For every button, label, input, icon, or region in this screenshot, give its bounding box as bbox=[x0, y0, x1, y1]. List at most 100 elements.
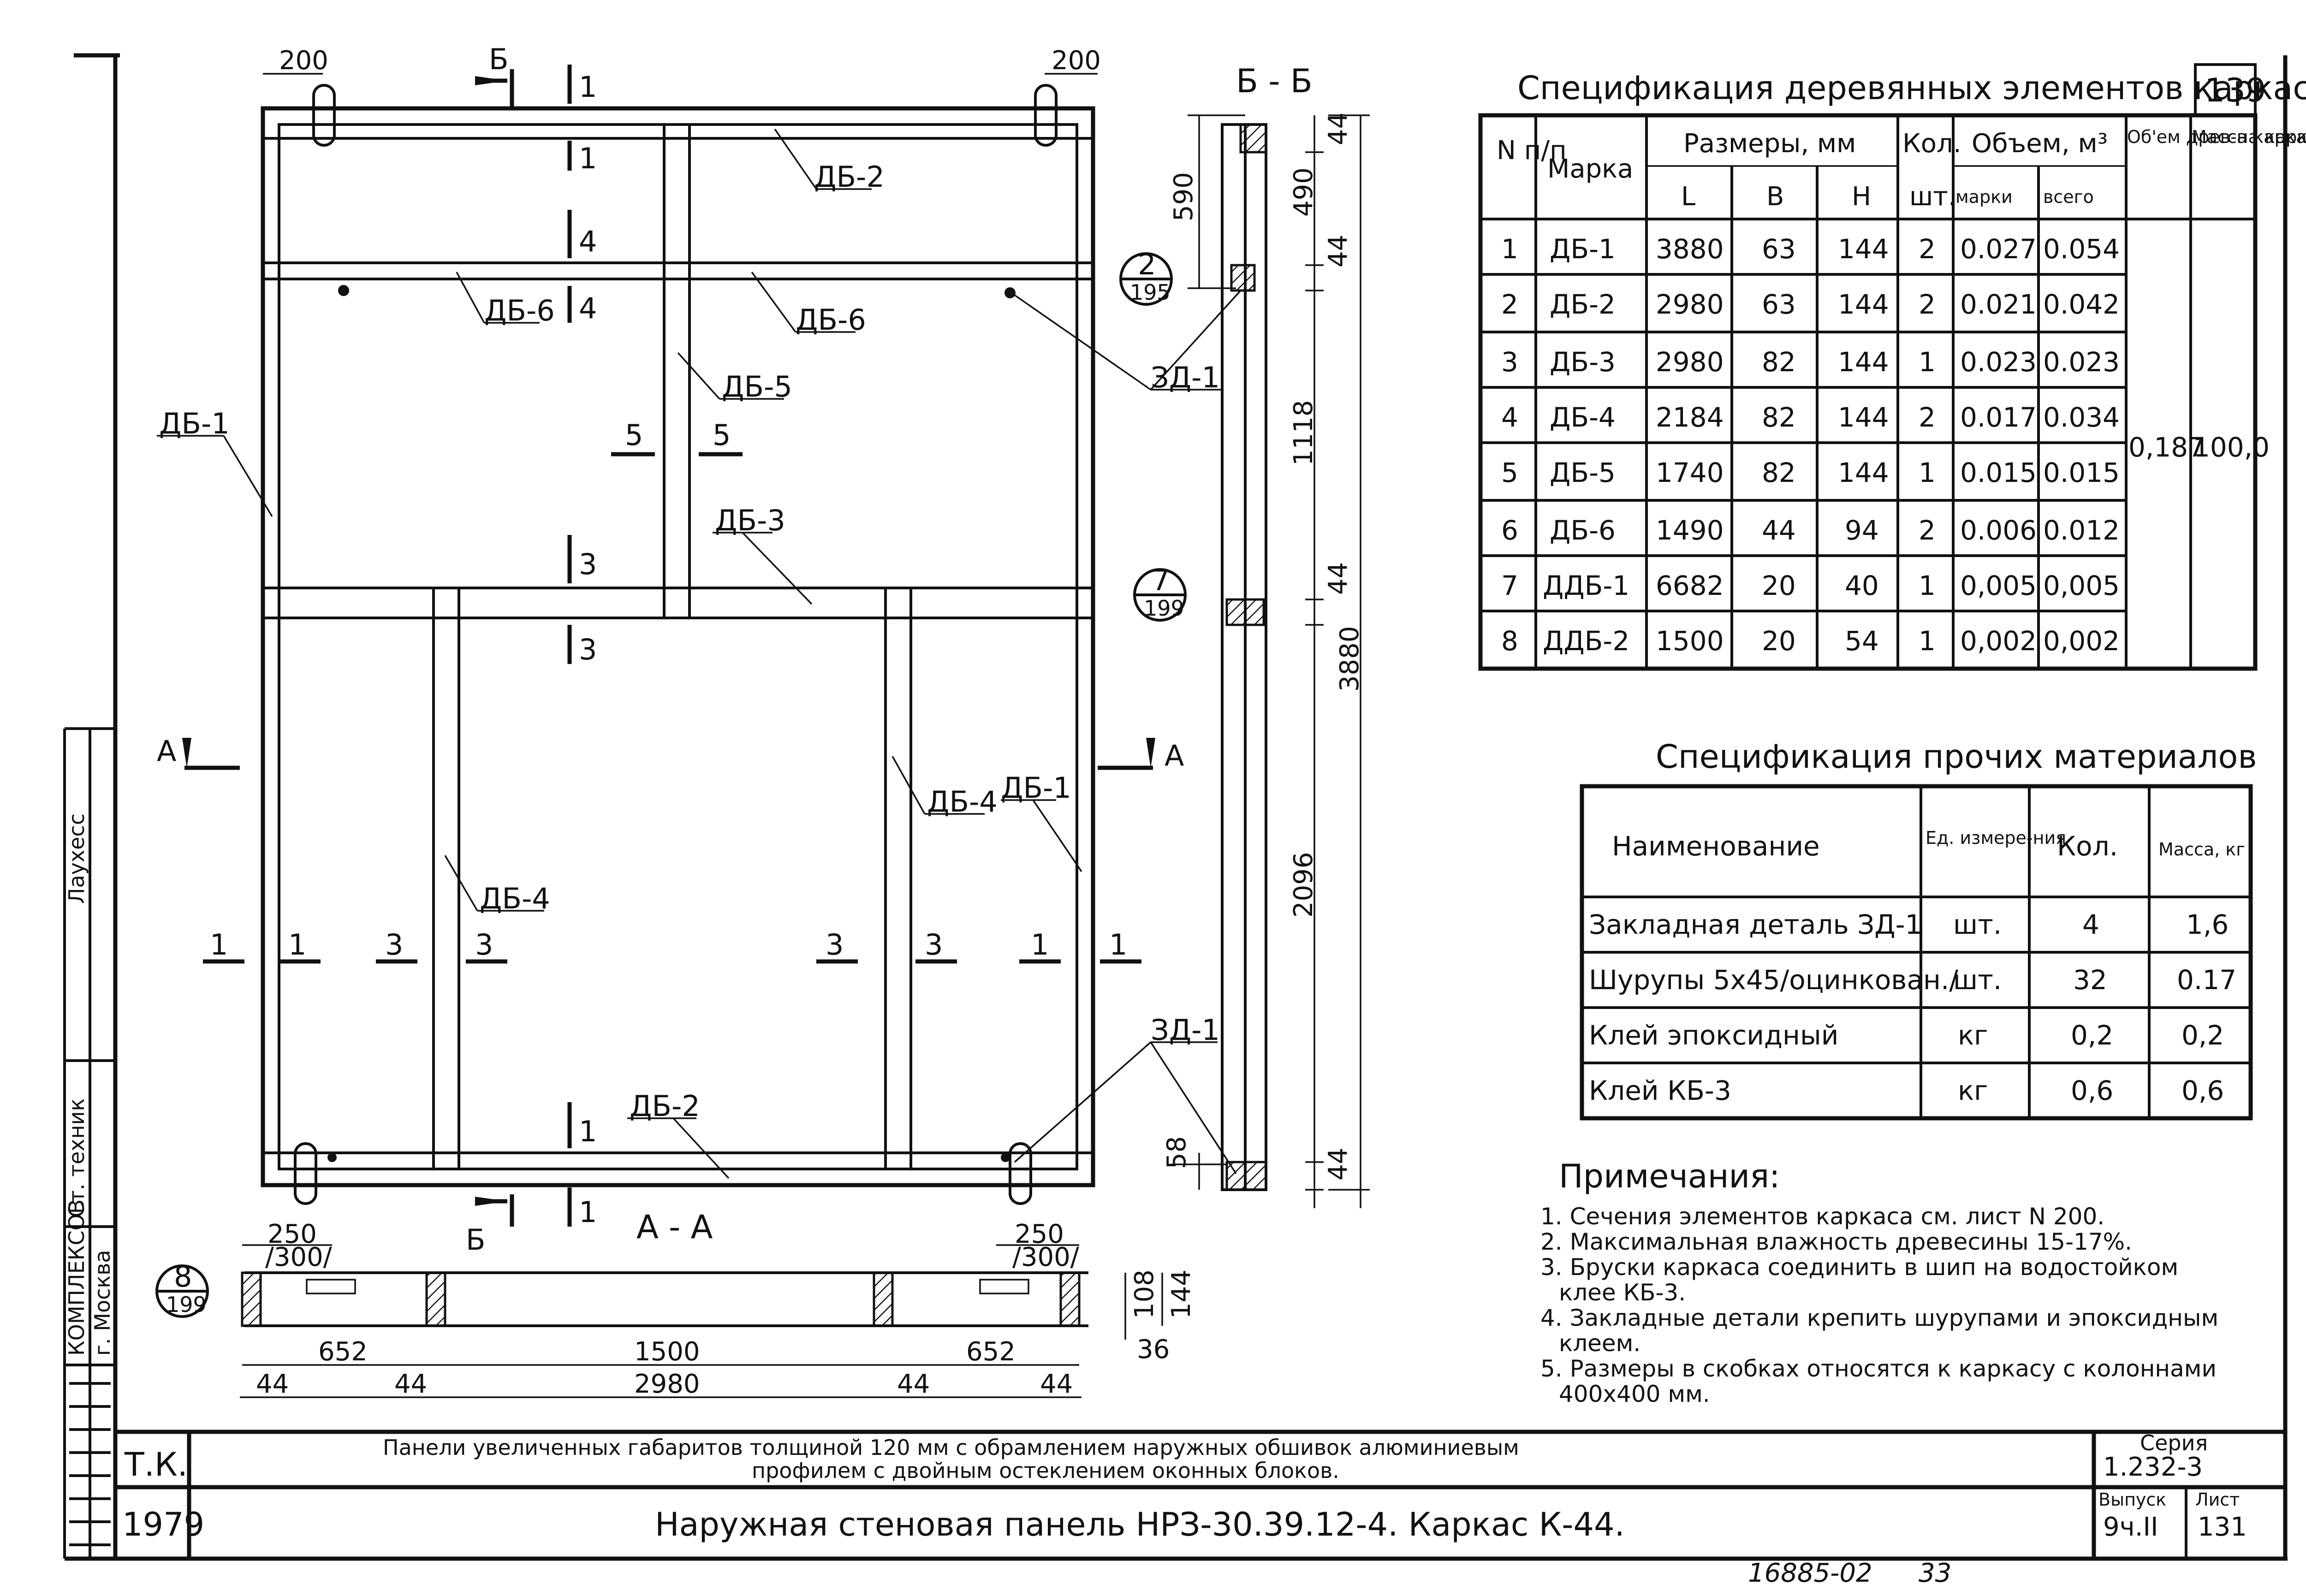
r5-L: 1740 bbox=[1656, 457, 1724, 488]
cut-4-b: 4 bbox=[579, 291, 597, 325]
r8-B: 20 bbox=[1762, 625, 1796, 657]
th-volume: Объем, м³ bbox=[1972, 129, 2108, 159]
cut-1-b: 1 bbox=[579, 142, 597, 175]
label-db6-left: ДБ-6 bbox=[484, 294, 555, 327]
dim-144: 144 bbox=[1166, 1270, 1196, 1319]
r1-vm: 0.027 bbox=[1960, 233, 2037, 265]
wood-spec-title: Спецификация деревянных элементов каркас… bbox=[1517, 69, 2306, 107]
r6-mark: ДБ-6 bbox=[1550, 515, 1616, 546]
mark-1-d: 1 bbox=[1109, 928, 1127, 961]
r4-L: 2184 bbox=[1656, 402, 1724, 433]
other-spec-title: Спецификация прочих материалов bbox=[1656, 738, 2257, 776]
r2-B: 63 bbox=[1762, 289, 1796, 320]
cut-3-b: 3 bbox=[579, 633, 597, 666]
r2-L: 2980 bbox=[1656, 289, 1724, 320]
tb-sheet-label: Лист bbox=[2195, 1489, 2240, 1510]
dim-44-aa-3: 44 bbox=[897, 1369, 930, 1399]
dim-36: 36 bbox=[1137, 1335, 1170, 1365]
dim-44-aa-1: 44 bbox=[256, 1369, 289, 1399]
svg-text:7: 7 bbox=[1152, 564, 1170, 597]
dim-44-d: 44 bbox=[1323, 1148, 1353, 1181]
th-vol-mark: марки bbox=[1955, 187, 2013, 207]
title-block: Т.К. 1979 Панели увеличенных габаритов т… bbox=[115, 1430, 2285, 1559]
label-db4-right: ДБ-4 bbox=[927, 785, 998, 819]
r3-vm: 0.023 bbox=[1960, 346, 2037, 378]
dim-300-right: /300/ bbox=[1012, 1242, 1079, 1272]
th-n: N п/п bbox=[1497, 136, 1567, 166]
note-4: 4. Закладные детали крепить шурупами и э… bbox=[1540, 1305, 2218, 1331]
r5-qty: 1 bbox=[1919, 457, 1936, 488]
label-db2-top: ДБ-2 bbox=[814, 160, 885, 194]
footer-page: 33 bbox=[1919, 1558, 1951, 1588]
svg-text:2: 2 bbox=[1138, 248, 1156, 281]
dim-44-b: 44 bbox=[1323, 235, 1353, 267]
r3-qty: 1 bbox=[1919, 346, 1936, 378]
r2-n: 2 bbox=[1501, 289, 1518, 320]
element-labels: ДБ-2 ДБ-6 ДБ-6 ДБ-5 ДБ-3 ДБ-1 ДБ-4 ДБ-1 bbox=[157, 129, 1242, 1179]
svg-text:199: 199 bbox=[166, 1292, 207, 1317]
r1-n: 1 bbox=[1501, 233, 1518, 265]
label-db3: ДБ-3 bbox=[715, 504, 785, 537]
o4-name: Клей КБ-3 bbox=[1589, 1075, 1731, 1106]
section-bb-title: Б - Б bbox=[1236, 62, 1313, 100]
dim-250-right: 250 bbox=[1015, 1219, 1064, 1249]
tb-desc-1: Панели увеличенных габаритов толщиной 12… bbox=[383, 1435, 1519, 1460]
section-marks-row: 1 1 3 3 3 3 1 1 bbox=[203, 928, 1141, 964]
label-db6-right: ДБ-6 bbox=[796, 303, 866, 337]
tb-name: Наружная стеновая панель НРЗ-30.39.12-4.… bbox=[655, 1506, 1625, 1543]
r8-vm: 0,002 bbox=[1960, 625, 2037, 657]
r4-qty: 2 bbox=[1919, 402, 1936, 433]
r6-qty: 2 bbox=[1919, 515, 1936, 546]
r1-qty: 2 bbox=[1919, 233, 1936, 265]
label-db2-bottom: ДБ-2 bbox=[630, 1089, 700, 1123]
th-vol-total: всего bbox=[2043, 187, 2094, 207]
section-bb: Б - Б 590 58 44 490 44 1118 44 2096 44 bbox=[1162, 62, 1370, 1208]
tb-sheet: 131 bbox=[2198, 1512, 2247, 1542]
r8-L: 1500 bbox=[1656, 625, 1724, 657]
r3-B: 82 bbox=[1762, 346, 1796, 378]
svg-text:8: 8 bbox=[174, 1260, 192, 1293]
r6-L: 1490 bbox=[1656, 515, 1724, 546]
section-aa: А - А 8 199 250 /300/ 250 /300/ 108 144 … bbox=[155, 1208, 1196, 1399]
dim-108: 108 bbox=[1129, 1270, 1159, 1319]
r3-n: 3 bbox=[1501, 346, 1518, 378]
dim-200-left: 200 bbox=[279, 46, 328, 76]
wood-rows: 1 ДБ-1 3880 63 144 2 0.027 0.054 2 ДБ-2 … bbox=[1501, 233, 2270, 657]
anchor-top-right bbox=[1019, 84, 1070, 147]
r2-mark: ДБ-2 bbox=[1550, 289, 1616, 320]
o4-qty: 0,6 bbox=[2071, 1075, 2113, 1106]
sheet-number-top: 139 bbox=[2205, 71, 2266, 109]
dim-44-aa-4: 44 bbox=[1040, 1369, 1073, 1399]
mark-1-b: 1 bbox=[288, 928, 306, 961]
anchor-bottom-right bbox=[1001, 1142, 1032, 1205]
other-spec-table: Спецификация прочих материалов Наименова… bbox=[1580, 738, 2257, 1121]
th-sizes: Размеры, мм bbox=[1683, 129, 1856, 159]
o3-qty: 0,2 bbox=[2071, 1020, 2113, 1051]
dim-2980: 2980 bbox=[634, 1369, 700, 1399]
r7-vt: 0,005 bbox=[2043, 570, 2120, 601]
tb-issue-label: Выпуск bbox=[2098, 1489, 2166, 1510]
cut-1-a: 1 bbox=[579, 70, 597, 104]
dim-300-left: /300/ bbox=[265, 1242, 332, 1272]
section-mark-a-left: А bbox=[157, 734, 176, 768]
other-th-unit: Ед. измере-ния bbox=[1926, 828, 2066, 848]
r8-qty: 1 bbox=[1919, 625, 1936, 657]
r1-mark: ДБ-1 bbox=[1550, 233, 1616, 265]
mark-3-c: 3 bbox=[826, 928, 844, 961]
note-1: 1. Сечения элементов каркаса см. лист N … bbox=[1540, 1203, 2104, 1230]
r7-qty: 1 bbox=[1919, 570, 1936, 601]
r5-n: 5 bbox=[1501, 457, 1518, 488]
other-th-qty: Кол. bbox=[2057, 831, 2118, 862]
o1-qty: 4 bbox=[2082, 909, 2099, 940]
anchor-top-left bbox=[300, 84, 351, 147]
r4-vt: 0.034 bbox=[2043, 402, 2120, 433]
stamp-inst: КОМПЛЕКСОВ bbox=[64, 1199, 89, 1356]
r6-vm: 0.006 bbox=[1960, 515, 2037, 546]
r8-vt: 0,002 bbox=[2043, 625, 2120, 657]
r2-qty: 2 bbox=[1919, 289, 1936, 320]
notes-title: Примечания: bbox=[1559, 1157, 1780, 1195]
note-4b: клеем. bbox=[1559, 1330, 1640, 1357]
callout-8-199: 8 199 bbox=[155, 1260, 209, 1318]
o3-mass: 0,2 bbox=[2181, 1020, 2224, 1051]
